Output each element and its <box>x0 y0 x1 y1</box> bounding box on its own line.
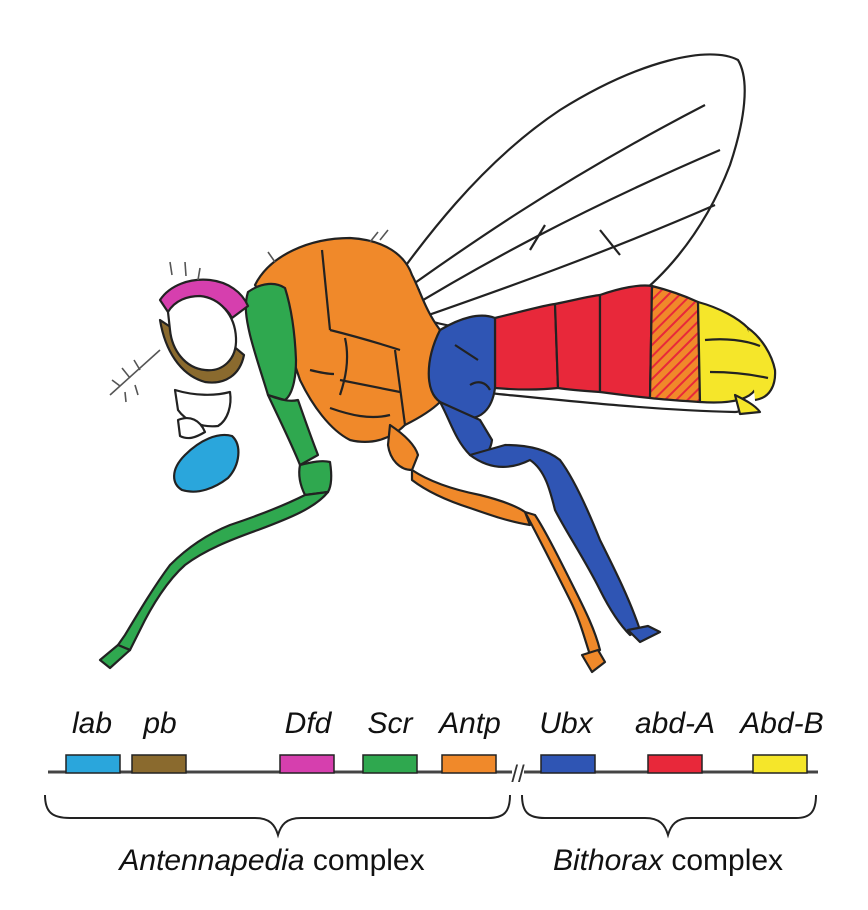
gene-box-abd-a <box>647 754 703 774</box>
bithorax-brace <box>521 794 817 839</box>
gene-label-abd-a: abd-A <box>635 707 715 740</box>
gene-label-abd-b: Abd-B <box>738 707 823 740</box>
prothorax <box>98 282 333 670</box>
gene-labels: lab pb Dfd Scr Antp Ubx abd-A Abd-B <box>72 707 824 740</box>
gene-box-dfd <box>279 754 335 774</box>
gene-boxes <box>65 754 808 774</box>
gene-box-pb <box>131 754 187 774</box>
gene-box-antp <box>441 754 497 774</box>
gene-label-pb: pb <box>142 707 176 740</box>
antenna <box>109 229 389 403</box>
complex-braces <box>44 794 817 839</box>
antennapedia-brace <box>44 794 511 839</box>
bithorax-complex-label: Bithorax complex <box>553 844 783 877</box>
chromosome-break: // <box>511 761 525 788</box>
wing <box>370 53 746 333</box>
abdomen <box>493 284 777 416</box>
gene-label-ubx: Ubx <box>539 707 593 740</box>
gene-box-lab <box>65 754 121 774</box>
thorax-posterior <box>425 314 662 644</box>
gene-box-abd-b <box>752 754 808 774</box>
gene-box-ubx <box>540 754 596 774</box>
antennapedia-complex-label: Antennapedia complex <box>117 844 424 877</box>
gene-label-lab: lab <box>72 707 112 740</box>
gene-label-antp: Antp <box>437 707 501 740</box>
head <box>158 278 250 493</box>
gene-label-dfd: Dfd <box>285 707 333 740</box>
gene-box-scr <box>362 754 418 774</box>
gene-label-scr: Scr <box>368 707 414 740</box>
thorax <box>253 236 607 674</box>
